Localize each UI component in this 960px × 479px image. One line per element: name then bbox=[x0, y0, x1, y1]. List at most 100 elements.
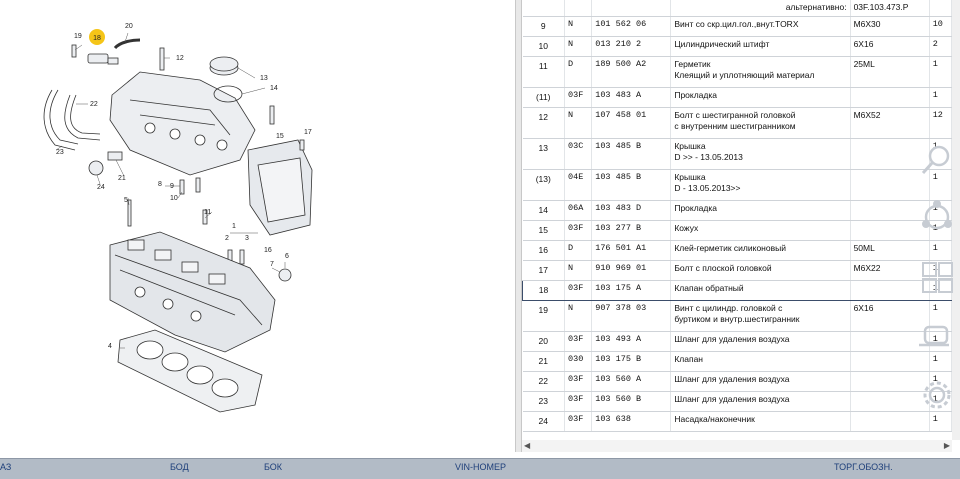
cell-desc: Винт со скр.цил.гол.,внут.TORX bbox=[670, 16, 851, 37]
cell-desc: Клей-герметик силиконовый bbox=[670, 240, 851, 261]
cell-pos: 9 bbox=[522, 16, 566, 37]
diagram-label-8[interactable]: 8 bbox=[158, 181, 162, 188]
cell-part: 103 560 B bbox=[591, 391, 672, 412]
diagram-label-22[interactable]: 22 bbox=[90, 101, 98, 108]
vertical-scrollbar[interactable] bbox=[952, 0, 960, 440]
diagram-label-1[interactable]: 1 bbox=[232, 223, 236, 230]
diagram-label-15[interactable]: 15 bbox=[276, 133, 284, 140]
cell-note bbox=[850, 351, 930, 372]
settings-icon[interactable] bbox=[915, 375, 960, 420]
bok-button[interactable]: БОК bbox=[264, 462, 283, 472]
diagram-label-18[interactable]: 18 bbox=[93, 35, 101, 42]
cell-code: N bbox=[564, 16, 593, 37]
diagram-label-13[interactable]: 13 bbox=[260, 75, 268, 82]
diagram-label-12[interactable]: 12 bbox=[176, 55, 184, 62]
cell-note bbox=[850, 87, 930, 108]
diagram-label-4[interactable]: 4 bbox=[108, 343, 112, 350]
panel-divider[interactable] bbox=[515, 0, 522, 452]
diagram-label-6[interactable]: 6 bbox=[285, 253, 289, 260]
cell-pos: 15 bbox=[522, 220, 566, 241]
cell-desc: Шланг для удаления воздуха bbox=[670, 331, 851, 352]
cell-note: M6X30 bbox=[850, 16, 930, 37]
diagram-label-23[interactable]: 23 bbox=[56, 149, 64, 156]
leader-lines bbox=[55, 32, 286, 349]
cell-part: 103 638 bbox=[591, 411, 672, 432]
diagram-label-11[interactable]: 11 bbox=[204, 209, 211, 216]
horizontal-scrollbar[interactable]: ◀ ▶ bbox=[522, 440, 952, 452]
cell-desc: Шланг для удаления воздуха bbox=[670, 391, 851, 412]
diagram-label-17[interactable]: 17 bbox=[304, 129, 312, 136]
cell-desc: Болт с плоской головкой bbox=[670, 260, 851, 281]
cell-part: 103 277 B bbox=[591, 220, 672, 241]
cell-part: 103 483 A bbox=[591, 87, 672, 108]
cell-code: D bbox=[564, 240, 593, 261]
cell-part: 103 560 A bbox=[591, 371, 672, 392]
cell-code: N bbox=[564, 260, 593, 281]
link-icon[interactable] bbox=[915, 315, 960, 360]
vin-number-button[interactable]: VIN-НОМЕР bbox=[455, 462, 507, 472]
cell-pos: 19 bbox=[522, 300, 566, 332]
highlight-marker-18[interactable] bbox=[89, 29, 105, 45]
cell-pos: 12 bbox=[522, 107, 566, 139]
hose-drawing bbox=[43, 89, 101, 151]
diagram-label-20[interactable]: 20 bbox=[125, 23, 133, 30]
cell-pos: 20 bbox=[522, 331, 566, 352]
cell-desc: Крышка D >> - 13.05.2013 bbox=[670, 138, 851, 170]
diagram-label-3[interactable]: 3 bbox=[245, 235, 249, 242]
network-icon[interactable] bbox=[915, 195, 960, 240]
diagram-label-5[interactable]: 5 bbox=[124, 197, 128, 204]
cell-note: 25ML bbox=[850, 56, 930, 88]
cell-desc: Насадка/наконечник bbox=[670, 411, 851, 432]
diagram-label-7[interactable]: 7 bbox=[270, 261, 274, 268]
windows-icon[interactable] bbox=[915, 255, 960, 300]
diagram-label-21[interactable]: 21 bbox=[118, 175, 126, 182]
diagram-label-19[interactable]: 19 bbox=[74, 33, 82, 40]
bottom-toolbar: АЗ БОД БОК VIN-НОМЕР ТОРГ.ОБОЗН. bbox=[0, 458, 960, 479]
diagram-label-14[interactable]: 14 bbox=[270, 85, 278, 92]
scroll-left-icon[interactable]: ◀ bbox=[524, 441, 531, 450]
cell-note bbox=[850, 371, 930, 392]
diagram-label-10[interactable]: 10 bbox=[170, 195, 178, 202]
diagram-label-16[interactable]: 16 bbox=[264, 247, 272, 254]
cell-code: 06A bbox=[564, 200, 593, 221]
table-row-partial[interactable]: альтернативно: 03F.103.473.P bbox=[522, 0, 952, 17]
cell-part: 189 500 A2 bbox=[591, 56, 672, 88]
cell-code: D bbox=[564, 56, 593, 88]
cell-part: 103 485 B bbox=[591, 138, 672, 170]
diagram-label-24[interactable]: 24 bbox=[97, 184, 105, 191]
diagram-label-9[interactable]: 9 bbox=[170, 183, 174, 190]
scroll-right-icon[interactable]: ▶ bbox=[943, 441, 950, 450]
cell-desc: Прокладка bbox=[670, 87, 851, 108]
cell-code: 03F bbox=[564, 220, 593, 241]
cell-qty: 10 bbox=[929, 16, 952, 37]
search-icon[interactable] bbox=[915, 140, 960, 185]
a3-button[interactable]: АЗ bbox=[0, 462, 12, 472]
cell-qty: 1 bbox=[929, 351, 952, 372]
trade-designation-button[interactable]: ТОРГ.ОБОЗН. bbox=[834, 462, 893, 472]
cell-qty: 1 bbox=[929, 411, 952, 432]
diagram-label-2[interactable]: 2 bbox=[225, 235, 229, 242]
bod-button[interactable]: БОД bbox=[170, 462, 189, 472]
cell-qty: 1 bbox=[929, 87, 952, 108]
cell-qty: 12 bbox=[929, 107, 952, 139]
